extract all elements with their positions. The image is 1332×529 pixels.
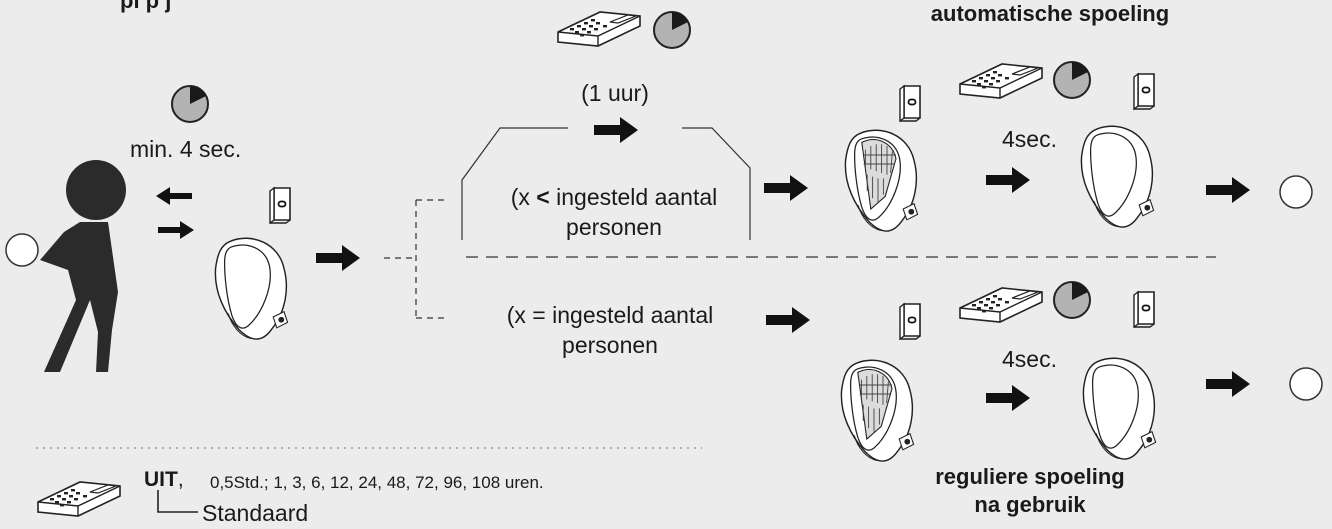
label-condition-equal-line2: personen [562,332,658,358]
arrow-right-icon [986,385,1030,411]
bracket-right [682,127,751,240]
person-figure [40,160,126,372]
label-flush-duration: 4sec. [1002,126,1057,152]
branch-lines [384,199,448,319]
remote-control-icon [557,11,641,47]
arrow-right-icon [594,117,638,143]
urinal-spraying-icon [844,129,919,232]
arrow-right-icon [766,307,810,333]
arrow-right-icon [1206,371,1250,397]
label-min-duration: min. 4 sec. [130,136,242,162]
heading-regular-flush-line2: na gebruik [974,492,1086,517]
legend-comma: , [177,468,184,491]
label-interval: (1 uur) [581,80,649,106]
arrow-right-icon [764,175,808,201]
timer-icon [171,85,209,123]
end-node-regular [1289,367,1323,401]
start-node [5,233,39,267]
arrow-right-icon [1206,177,1250,203]
timer-icon [1053,61,1091,99]
timer-icon [1053,281,1091,319]
urinal-spraying-icon [840,359,915,462]
label-condition-equal: (x = ingesteld aantal [506,302,714,328]
legend-off-label: UIT, [144,468,184,492]
page-title-fragment: pl p j [120,0,172,13]
end-node-automatic [1279,175,1313,209]
heading-automatic-flush: automatische spoeling [930,1,1170,26]
label-condition-less-line2: personen [566,214,662,240]
legend-standard: Standaard [202,500,309,526]
label-condition-less: (x < ingesteld aantal [478,184,750,210]
urinal-icon [1080,125,1155,228]
sensor-icon [899,303,921,340]
condition-symbol: < [536,184,550,210]
arrow-right-icon [158,221,194,239]
sensor-icon [269,187,291,224]
sensor-icon [899,85,921,122]
arrow-right-icon [986,167,1030,193]
heading-regular-flush-line1: reguliere spoeling [935,464,1125,489]
sensor-icon [1133,291,1155,328]
arrow-right-icon [316,245,360,271]
arrow-left-icon [156,187,192,205]
remote-control-icon [959,287,1043,323]
label-flush-duration: 4sec. [1002,346,1057,372]
legend-off-text: UIT [144,468,178,491]
standard-pointer-line [157,490,198,513]
remote-control-icon [959,63,1043,99]
urinal-icon [214,237,289,340]
legend-options: 0,5Std.; 1, 3, 6, 12, 24, 48, 72, 96, 10… [210,473,544,492]
timer-icon [653,11,691,49]
urinal-icon [1082,357,1157,460]
condition-prefix: (x [510,184,530,210]
remote-control-icon [37,481,121,517]
bracket-left [461,127,568,240]
sensor-icon [1133,73,1155,110]
condition-suffix: ingesteld aantal [556,184,718,210]
